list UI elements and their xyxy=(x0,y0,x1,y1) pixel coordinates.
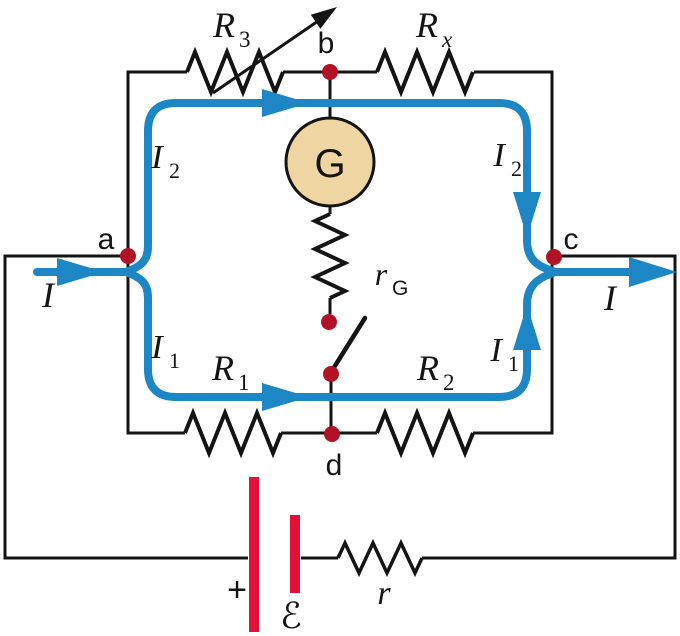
current-i1-right-subscript: 1 xyxy=(508,351,519,376)
resistor-r-internal-zigzag xyxy=(336,538,424,578)
galvanometer-branch-wire xyxy=(328,72,333,433)
variable-resistor-arrow-shaft xyxy=(212,17,322,95)
battery-emf-label: ℰ xyxy=(280,596,302,636)
battery-positive-plate xyxy=(249,477,259,632)
current-i2-left-label: I xyxy=(150,139,164,176)
i2-top-arrowhead-icon xyxy=(262,89,309,117)
resistor-rx-label: R xyxy=(415,5,438,45)
current-in-label: I xyxy=(41,275,56,315)
node-d-dot xyxy=(324,426,340,442)
battery-positive-label: + xyxy=(227,571,247,609)
switch-contact-top-dot xyxy=(321,314,337,330)
current-i2-left-subscript: 2 xyxy=(169,158,180,183)
i2-down-arrowhead-icon xyxy=(513,192,541,237)
resistor-r1-zigzag xyxy=(183,407,283,459)
resistor-r2-zigzag xyxy=(375,407,475,459)
node-b-label: b xyxy=(318,27,335,60)
switch-blade xyxy=(330,315,368,372)
resistor-r2-label: R xyxy=(416,348,439,388)
i1-bottom-arrowhead-icon xyxy=(262,383,309,411)
outer-circuit-wire xyxy=(3,254,677,560)
resistor-r2-subscript: 2 xyxy=(443,370,455,395)
current-i1-left-label: I xyxy=(150,329,164,366)
current-out-label: I xyxy=(603,278,618,318)
node-a-dot xyxy=(120,248,136,264)
current-i1-right-label: I xyxy=(489,332,503,369)
resistor-r3-zigzag xyxy=(185,46,285,98)
resistor-r-internal-label: r xyxy=(377,575,391,612)
node-b-dot xyxy=(322,64,338,80)
variable-resistor-arrowhead-icon xyxy=(310,7,337,29)
current-i1-left-subscript: 1 xyxy=(169,348,180,373)
current-i2-right-label: I xyxy=(492,137,506,174)
resistor-rg-zigzag xyxy=(310,212,350,300)
node-d-label: d xyxy=(326,449,343,482)
battery-negative-plate xyxy=(290,515,300,593)
resistor-rg-subscript: G xyxy=(392,277,408,300)
resistor-rg-label: r xyxy=(375,256,388,292)
current-upper-loop xyxy=(124,99,557,275)
i1-up-arrowhead-icon xyxy=(513,305,541,350)
switch-contact-bottom-dot xyxy=(323,366,339,382)
resistor-r3-label: R xyxy=(212,5,235,45)
resistor-r3-subscript: 3 xyxy=(239,27,251,52)
resistor-rx-subscript: x xyxy=(441,27,453,52)
current-i2-right-subscript: 2 xyxy=(511,156,522,181)
node-a-label: a xyxy=(98,223,115,256)
galvanometer-label: G xyxy=(314,142,345,186)
current-out-arrowhead-icon xyxy=(629,257,677,287)
resistor-r1-subscript: 1 xyxy=(238,370,250,395)
galvanometer-body xyxy=(284,116,376,208)
current-arrowheads xyxy=(57,89,677,411)
current-lower-loop xyxy=(124,269,557,401)
resistor-rx-zigzag xyxy=(375,46,475,98)
current-in-arrowhead-icon xyxy=(57,258,104,286)
node-c-label: c xyxy=(564,223,579,256)
resistor-r1-label: R xyxy=(211,348,234,388)
battery-plates xyxy=(249,477,300,632)
node-dots xyxy=(120,64,562,442)
node-c-dot xyxy=(546,249,562,265)
